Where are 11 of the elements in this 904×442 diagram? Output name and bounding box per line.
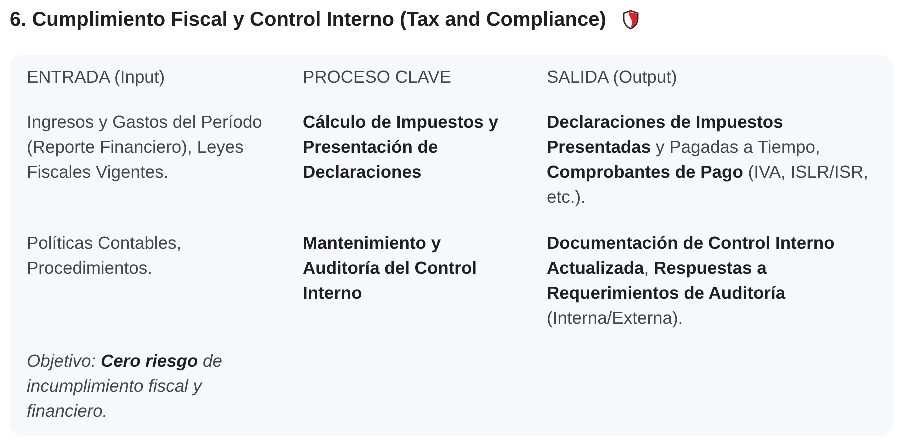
output-text: Declaraciones de Impuestos Presentadas y Pagadas a Tiempo, Comprobantes de Pago (IVA, ISLR/ISR, etc.). [547,111,870,209]
process-text: Mantenimiento y Auditoría del Control Interno [303,232,478,305]
column-heading: PROCESO CLAVE [303,66,452,89]
column-heading: SALIDA (Output) [547,66,678,89]
objective-note: Objetivo: Cero riesgo de incumplimiento fiscal y financiero. [27,350,224,423]
output-text: Documentación de Control Interno Actualizada, Respuestas a Requerimientos de Auditoría (Interna/Externa). [547,232,836,330]
column-heading: ENTRADA (Input) [27,66,166,89]
diagram-title: 6. Cumplimiento Fiscal y Control Interno (Tax and Compliance) [10,8,606,33]
input-text: Ingresos y Gastos del Período (Reporte Financiero), Leyes Fiscales Vigentes. [27,111,264,184]
process-text: Cálculo de Impuestos y Presentación de Declaraciones [303,111,500,184]
input-text: Políticas Contables, Procedimientos. [27,232,183,280]
